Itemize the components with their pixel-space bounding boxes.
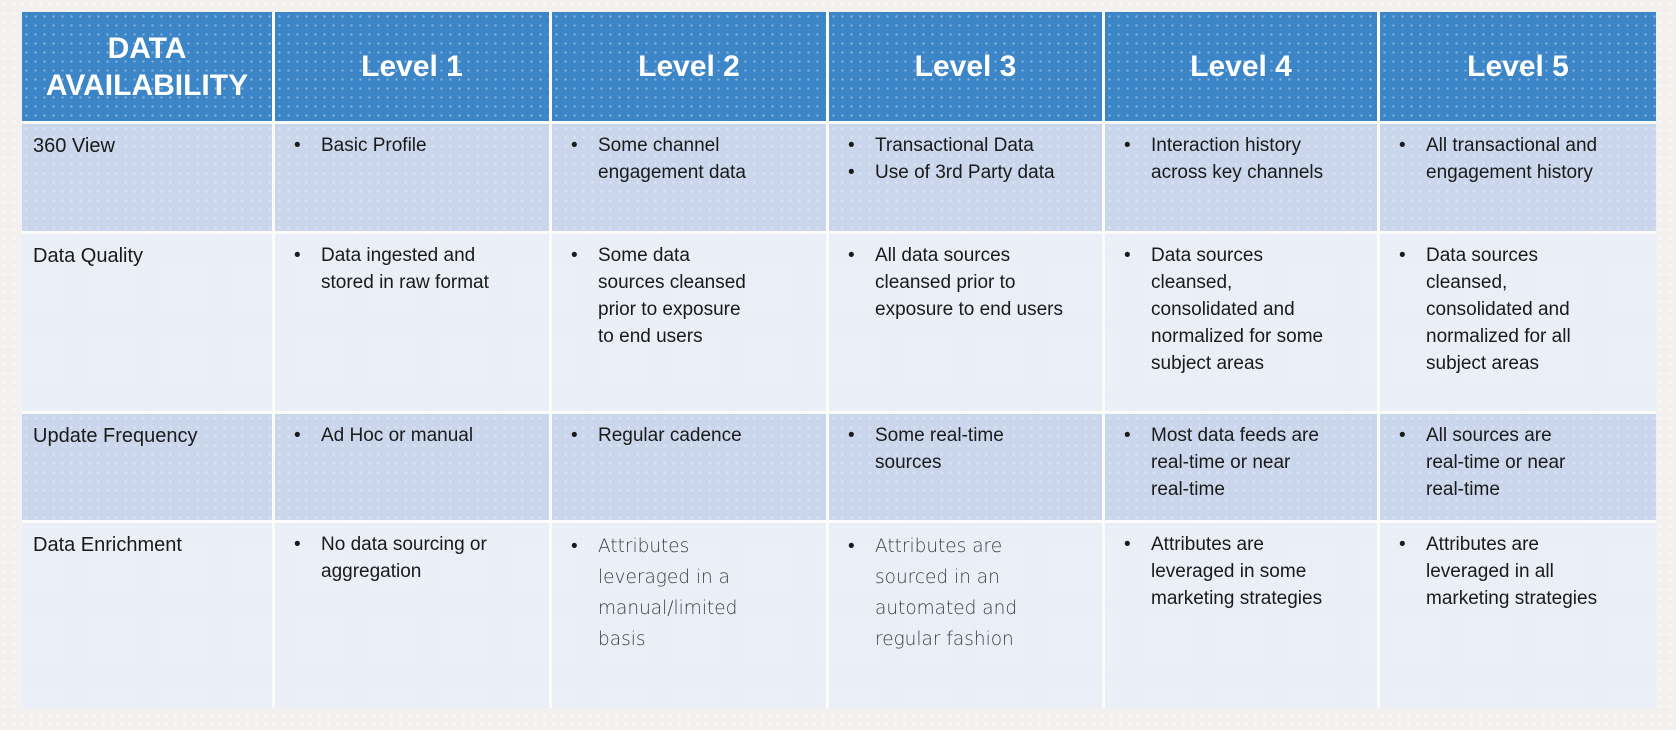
bullet-icon: • (848, 536, 855, 557)
bullet-icon: • (1124, 425, 1131, 446)
bullet-item: • Data sources cleansed, consolidated an… (1399, 242, 1646, 377)
row-label-data-quality: Data Quality (22, 234, 272, 411)
bullet-text: Attributes are sourced in an automated a… (875, 536, 1018, 650)
header-corner-data-availability: DATA AVAILABILITY (22, 12, 272, 121)
bullet-icon: • (294, 245, 301, 266)
bullet-text: Data sources cleansed, consolidated and … (1426, 245, 1571, 374)
bullet-item: • Transactional Data (848, 132, 1092, 159)
bullet-icon: • (294, 135, 301, 156)
bullet-item: • Regular cadence (571, 422, 816, 449)
bullet-icon: • (848, 245, 855, 266)
bullet-icon: • (571, 135, 578, 156)
bullet-item: • Data sources cleansed, consolidated an… (1124, 242, 1367, 377)
bullet-item: • Basic Profile (294, 132, 539, 159)
cell-update-frequency-level-5: • All sources are real-time or near real… (1380, 414, 1656, 520)
bullet-icon: • (848, 135, 855, 156)
bullet-text: Attributes are leveraged in some marketi… (1151, 534, 1323, 609)
column-header-level-3: Level 3 (829, 12, 1102, 121)
bullet-item: • Attributes are leveraged in all market… (1399, 531, 1646, 612)
cell-data-enrichment-level-4: • Attributes are leveraged in some marke… (1105, 523, 1377, 708)
bullet-icon: • (1399, 245, 1406, 266)
bullet-item: • Interaction history across key channel… (1124, 132, 1367, 186)
cell-data-enrichment-level-1: • No data sourcing or aggregation (275, 523, 549, 708)
bullet-item: • Some real-time sources (848, 422, 1092, 476)
row-label-data-enrichment: Data Enrichment (22, 523, 272, 708)
cell-update-frequency-level-1: • Ad Hoc or manual (275, 414, 549, 520)
cell-360-view-level-2: • Some channel engagement data (552, 124, 826, 231)
bullet-text: Basic Profile (321, 135, 427, 156)
cell-data-quality-level-1: • Data ingested and stored in raw format (275, 234, 549, 411)
cell-update-frequency-level-3: • Some real-time sources (829, 414, 1102, 520)
bullet-text: All transactional and engagement history (1426, 135, 1598, 183)
cell-360-view-level-3: • Transactional Data • Use of 3rd Party … (829, 124, 1102, 231)
cell-360-view-level-4: • Interaction history across key channel… (1105, 124, 1377, 231)
cell-data-enrichment-level-2: • Attributes leveraged in a manual/limit… (552, 523, 826, 708)
bullet-item: • All transactional and engagement histo… (1399, 132, 1646, 186)
bullet-icon: • (1399, 534, 1406, 555)
bullet-text: Attributes leveraged in a manual/limited… (598, 536, 738, 650)
bullet-text: All sources are real-time or near real-t… (1426, 425, 1566, 500)
column-header-level-4: Level 4 (1105, 12, 1377, 121)
bullet-icon: • (571, 425, 578, 446)
cell-data-quality-level-5: • Data sources cleansed, consolidated an… (1380, 234, 1656, 411)
bullet-text: Transactional Data (875, 135, 1034, 156)
bullet-item: • Attributes leveraged in a manual/limit… (571, 531, 816, 655)
column-header-level-1: Level 1 (275, 12, 549, 121)
bullet-text: Attributes are leveraged in all marketin… (1426, 534, 1598, 609)
bullet-text: All data sources cleansed prior to expos… (875, 245, 1064, 320)
bullet-text: Data ingested and stored in raw format (321, 245, 489, 293)
bullet-item: • Attributes are sourced in an automated… (848, 531, 1092, 655)
cell-360-view-level-5: • All transactional and engagement histo… (1380, 124, 1656, 231)
row-label-update-frequency: Update Frequency (22, 414, 272, 520)
bullet-icon: • (571, 536, 578, 557)
bullet-text: Most data feeds are real-time or near re… (1151, 425, 1319, 500)
bullet-item: • Some data sources cleansed prior to ex… (571, 242, 816, 350)
cell-data-quality-level-4: • Data sources cleansed, consolidated an… (1105, 234, 1377, 411)
bullet-text: Ad Hoc or manual (321, 425, 474, 446)
bullet-text: Data sources cleansed, consolidated and … (1151, 245, 1324, 374)
bullet-text: No data sourcing or aggregation (321, 534, 487, 582)
bullet-item: • Attributes are leveraged in some marke… (1124, 531, 1367, 612)
bullet-icon: • (1124, 135, 1131, 156)
bullet-item: • Ad Hoc or manual (294, 422, 539, 449)
bullet-icon: • (1399, 135, 1406, 156)
bullet-icon: • (1124, 245, 1131, 266)
bullet-item: • Most data feeds are real-time or near … (1124, 422, 1367, 503)
data-availability-table: DATA AVAILABILITY Level 1 Level 2 Level … (22, 12, 1656, 708)
bullet-icon: • (294, 425, 301, 446)
bullet-text: Some data sources cleansed prior to expo… (598, 245, 746, 347)
bullet-text: Use of 3rd Party data (875, 162, 1055, 183)
bullet-text: Interaction history across key channels (1151, 135, 1324, 183)
cell-data-quality-level-2: • Some data sources cleansed prior to ex… (552, 234, 826, 411)
bullet-icon: • (1124, 534, 1131, 555)
bullet-item: • All sources are real-time or near real… (1399, 422, 1646, 503)
column-header-level-5: Level 5 (1380, 12, 1656, 121)
bullet-icon: • (848, 162, 855, 183)
cell-data-enrichment-level-5: • Attributes are leveraged in all market… (1380, 523, 1656, 708)
cell-update-frequency-level-4: • Most data feeds are real-time or near … (1105, 414, 1377, 520)
column-header-level-2: Level 2 (552, 12, 826, 121)
bullet-item: • All data sources cleansed prior to exp… (848, 242, 1092, 323)
cell-360-view-level-1: • Basic Profile (275, 124, 549, 231)
bullet-item: • Data ingested and stored in raw format (294, 242, 539, 296)
bullet-item: • Use of 3rd Party data (848, 159, 1092, 186)
bullet-text: Some channel engagement data (598, 135, 746, 183)
bullet-icon: • (848, 425, 855, 446)
bullet-text: Regular cadence (598, 425, 742, 446)
cell-data-quality-level-3: • All data sources cleansed prior to exp… (829, 234, 1102, 411)
bullet-icon: • (294, 534, 301, 555)
bullet-text: Some real-time sources (875, 425, 1004, 473)
bullet-item: • Some channel engagement data (571, 132, 816, 186)
cell-data-enrichment-level-3: • Attributes are sourced in an automated… (829, 523, 1102, 708)
row-label-360-view: 360 View (22, 124, 272, 231)
bullet-icon: • (1399, 425, 1406, 446)
cell-update-frequency-level-2: • Regular cadence (552, 414, 826, 520)
bullet-item: • No data sourcing or aggregation (294, 531, 539, 585)
bullet-icon: • (571, 245, 578, 266)
